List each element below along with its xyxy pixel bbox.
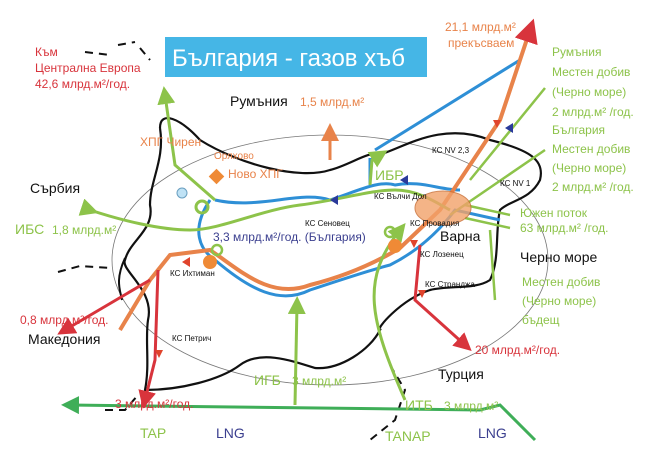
dashed-border-sw: [105, 394, 139, 411]
label-future-local-2: бъдещ: [522, 313, 560, 327]
igb-pipeline: [287, 296, 306, 406]
label-oryahovo: Оряхово: [214, 151, 254, 162]
label-south-stream: Южен поток: [520, 206, 588, 220]
label-ks-ihtiman: КС Ихтиман: [170, 269, 215, 278]
transit-to-greece: [138, 269, 160, 409]
label-tanap: TANAP: [385, 428, 431, 444]
label-macedonia-flow: 0,8 млрд.м²/год.: [20, 313, 108, 327]
label-romania-local-2: (Черно море): [552, 85, 626, 99]
label-igb: ИГБ: [254, 372, 281, 388]
label-bulgaria-local-0: България: [552, 123, 605, 137]
storage-chiren-icon: [176, 187, 188, 199]
dashed-border-s: [369, 364, 407, 441]
label-romania-local-3: 2 млрд.м² /год.: [552, 105, 634, 119]
label-romania: Румъния: [230, 93, 288, 109]
label-igb-flow: 3 млрд.м²: [292, 374, 346, 388]
label-bulgaria-local-2: (Черно море): [552, 161, 626, 175]
label-ibr: ИБР: [375, 167, 404, 183]
label-ks-petrich: КС Петрич: [172, 334, 211, 343]
label-ibs-flow: 1,8 млрд.м²: [52, 223, 116, 237]
label-lng-left: LNG: [216, 425, 245, 441]
title-box: [165, 37, 427, 77]
bulgaria-border: [123, 117, 543, 392]
label-ks-provadia: КС Провадия: [410, 219, 459, 228]
dashed-border-w: [57, 264, 111, 273]
label-itb: ИТБ: [405, 397, 433, 413]
label-interruptible-flow: 21,1 млрд.м²: [445, 20, 516, 34]
junction-icon: [210, 243, 224, 257]
label-central-europe-flow: 42,6 млрд.м²/год.: [35, 77, 130, 91]
green-local-feeds: [449, 87, 546, 301]
label-bulgaria-local-1: Местен добив: [552, 142, 630, 156]
label-ibs: ИБС: [15, 221, 44, 237]
itb-pipeline: [372, 222, 407, 401]
label-to: Към: [35, 45, 58, 59]
label-south-stream-flow: 63 млрд.м² /год.: [520, 221, 608, 235]
label-future-local-1: (Черно море): [522, 294, 596, 308]
varna-hub: [414, 190, 472, 226]
transit-pipeline: [118, 18, 538, 332]
label-tap: TAP: [140, 425, 166, 441]
label-lng-right: LNG: [478, 425, 507, 441]
label-romania-flow: 1,5 млрд.м²: [300, 95, 364, 109]
label-ks-nv1: КС NV 1: [500, 179, 531, 188]
label-serbia: Сърбия: [30, 180, 80, 196]
label-black-sea: Черно море: [520, 249, 598, 265]
dashed-border-nw: [84, 41, 151, 61]
ibr-pipeline: [367, 150, 388, 186]
title: България - газов хъб: [172, 45, 405, 72]
label-macedonia: Македония: [28, 331, 100, 347]
label-bulgaria-flow: 3,3 млрд.м²/год. (България): [213, 230, 366, 244]
tap-pipeline: [61, 396, 537, 442]
green-pipeline-main: [78, 188, 451, 232]
label-greece-flow: 3 млрд.м²/год.: [115, 397, 193, 411]
label-bulgaria-local-3: 2 млрд.м² /год.: [552, 180, 634, 194]
node-lozenets: [388, 239, 402, 253]
label-central-europe: Централна Европа: [35, 61, 141, 75]
label-romania-local-1: Местен добив: [552, 65, 630, 79]
label-ks-valchi-dol: КС Вълчи Дол: [374, 192, 427, 201]
node-ihtiman: [203, 255, 217, 269]
label-romania-local-0: Румъния: [552, 45, 601, 59]
storage-oryahovo-icon: [194, 199, 210, 215]
transit-to-macedonia: [57, 278, 151, 335]
label-itb-flow: 3 млрд.м²: [444, 399, 498, 413]
transit-to-turkey: [413, 244, 472, 352]
domestic-pipeline: [197, 58, 521, 298]
label-novo-hpg: Ново ХПГ: [228, 167, 283, 181]
label-chiren: ХПГ Чирен: [140, 135, 201, 149]
label-ks-senovets: КС Сеновец: [305, 219, 350, 228]
label-varna: Варна: [440, 228, 481, 244]
label-turkey-flow: 20 млрд.м²/год.: [475, 343, 560, 357]
label-interruptible: прекъсваем: [448, 36, 514, 50]
label-future-local-0: Местен добив: [522, 275, 600, 289]
label-turkey: Турция: [438, 366, 484, 382]
label-ks-strandzha: КС Странджа: [425, 280, 475, 289]
label-ks-nv23: КС NV 2,3: [432, 146, 470, 155]
green-to-central-europe: [157, 86, 216, 202]
junction-icon-east: [383, 225, 397, 239]
novo-hpg-icon: [208, 168, 225, 185]
label-ks-lozenets: КС Лозенец: [420, 250, 464, 259]
